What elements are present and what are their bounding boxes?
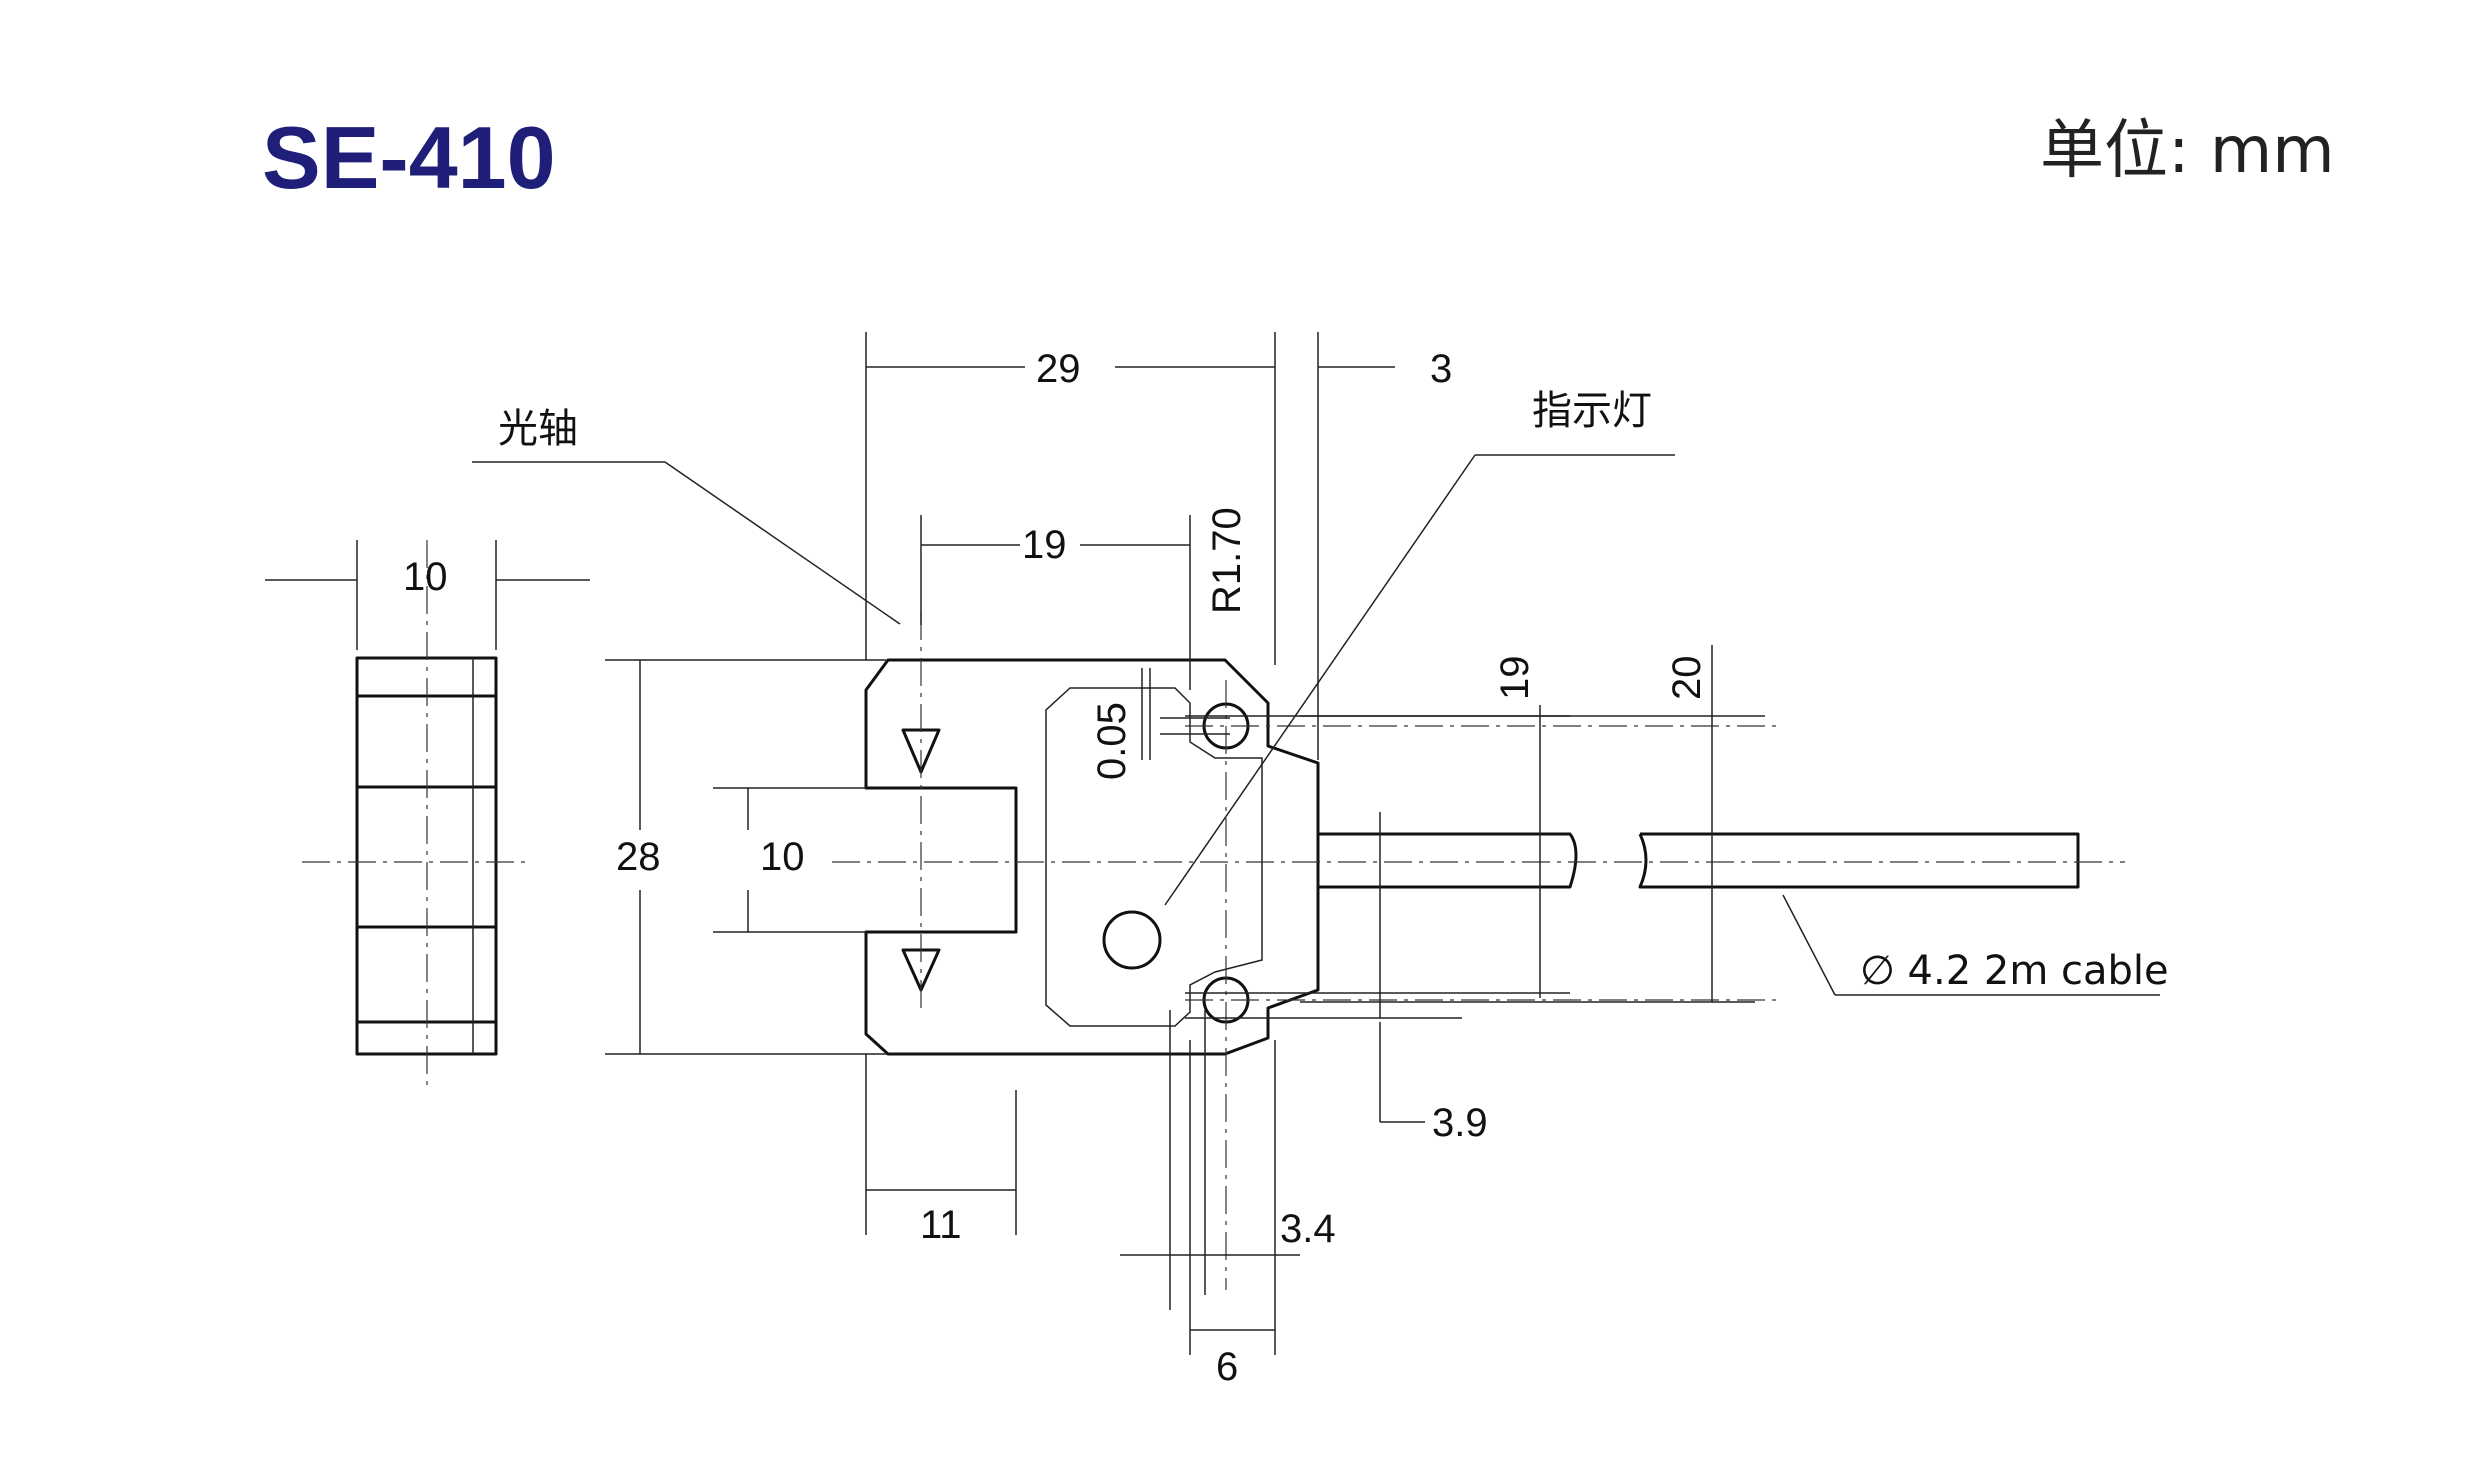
- unit-label: 单位: mm: [2040, 114, 2335, 188]
- dim-height: 28: [616, 835, 661, 879]
- dim-slot-width: 10: [760, 835, 805, 879]
- callout-cable: ∅ 4.2 2m cable: [1860, 948, 2169, 994]
- dim-slot-depth: 19: [1022, 523, 1067, 567]
- dim-hole-pitch: 19: [1493, 656, 1537, 701]
- dim-body-height: 20: [1665, 656, 1709, 701]
- dim-cable-gland: 3: [1430, 347, 1452, 391]
- side-view: 10: [265, 540, 590, 1090]
- dimension-lines: 29 3 19 R1.70 28 10 0.05: [605, 332, 1765, 1389]
- dim-arm-length: 11: [920, 1203, 962, 1247]
- dim-step: 0.05: [1090, 702, 1134, 780]
- dim-hole-offset: 3.9: [1432, 1101, 1488, 1145]
- callout-indicator: 指示灯: [1532, 388, 1652, 434]
- sensor-body-outline: [864, 658, 1320, 1056]
- indicator-led: [1102, 910, 1162, 970]
- dim-side-width: 10: [403, 555, 448, 599]
- cable: [1318, 832, 1578, 889]
- model-title: SE-410: [262, 108, 556, 207]
- callout-optical-axis: 光轴: [498, 406, 578, 452]
- dim-hole-diameter: 3.4: [1280, 1207, 1336, 1251]
- dim-overall-length: 29: [1036, 347, 1081, 391]
- callouts: 光轴 指示灯 ∅ 4.2 2m cable: [472, 388, 2169, 996]
- dim-radius: R1.70: [1205, 507, 1249, 614]
- side-body: [355, 656, 498, 1056]
- dim-hole-edge: 6: [1216, 1345, 1238, 1389]
- inner-plate: [1045, 687, 1263, 1027]
